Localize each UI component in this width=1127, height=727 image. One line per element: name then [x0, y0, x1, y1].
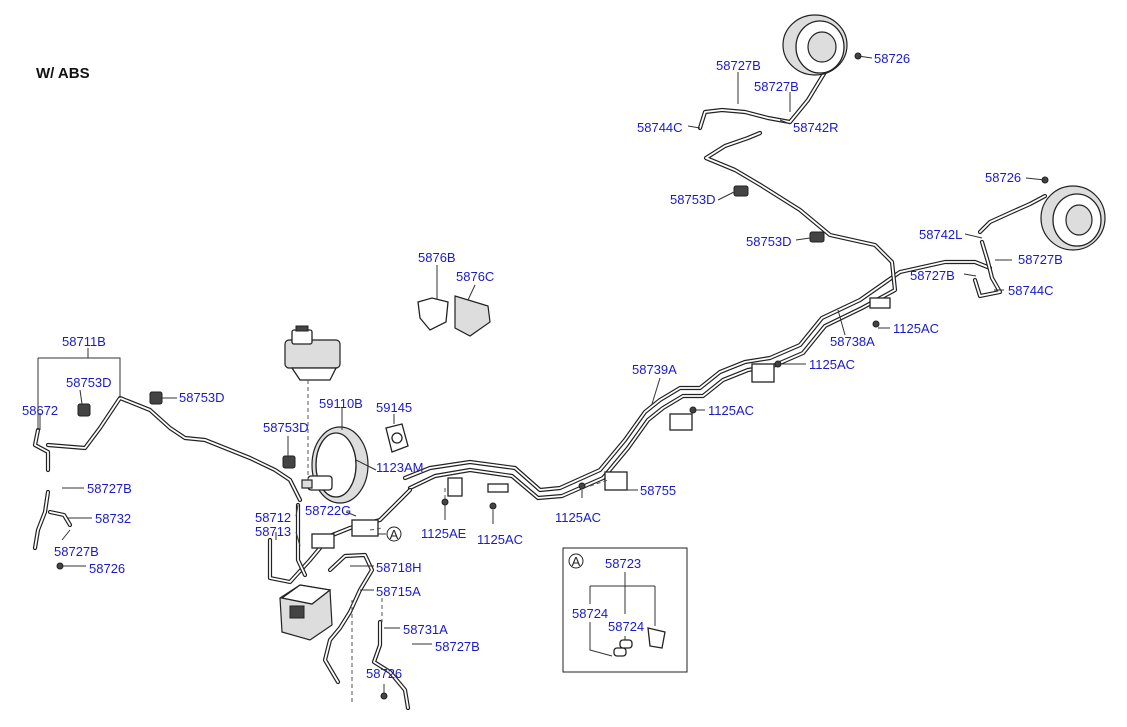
label-58672: 58672: [22, 403, 58, 418]
label-58739a: 58739A: [632, 362, 677, 377]
label-58726: 58726: [366, 666, 402, 681]
label-1125ae: 1125AE: [421, 526, 467, 541]
label-58727b: 58727B: [435, 639, 480, 654]
label-58727b: 58727B: [54, 544, 99, 559]
label-58727b: 58727B: [754, 79, 799, 94]
label-1125ac: 1125AC: [893, 321, 939, 336]
rear-left-drum-brake: [1040, 185, 1106, 251]
label-58742l: 58742L: [919, 227, 962, 242]
label-58732: 58732: [95, 511, 131, 526]
brake-pipes: [32, 55, 1048, 711]
detail-box-a: A: [562, 547, 688, 673]
label-58726: 58726: [89, 561, 125, 576]
label-58753d: 58753D: [66, 375, 112, 390]
label-58753d: 58753D: [263, 420, 309, 435]
label-58755: 58755: [640, 483, 676, 498]
label-5876c: 5876C: [456, 269, 494, 284]
label-58753d: 58753D: [746, 234, 792, 249]
label-58753d: 58753D: [670, 192, 716, 207]
label-58724: 58724: [608, 619, 644, 634]
label-58715a: 58715A: [376, 584, 421, 599]
label-59110b: 59110B: [319, 396, 363, 411]
label-58724: 58724: [572, 606, 608, 621]
label-58712: 58712: [255, 510, 291, 525]
label-58711b: 58711B: [62, 334, 106, 349]
label-59145: 59145: [376, 400, 412, 415]
label-58713: 58713: [255, 524, 291, 539]
label-58722g: 58722G: [305, 503, 351, 518]
label-58718h: 58718H: [376, 560, 422, 575]
bolts: [56, 52, 1049, 700]
label-1123am: 1123AM: [376, 460, 423, 475]
label-58727b: 58727B: [910, 268, 955, 283]
brake-fluid-reservoir: [284, 325, 341, 381]
label-5876b: 5876B: [418, 250, 456, 265]
label-1125ac: 1125AC: [555, 510, 601, 525]
detail-ref-a: A: [386, 526, 402, 542]
label-58726: 58726: [874, 51, 910, 66]
brake-booster: [301, 426, 369, 504]
leader-lines: [37, 55, 1046, 694]
label-58726: 58726: [985, 170, 1021, 185]
label-58731a: 58731A: [403, 622, 448, 637]
detail-box-letter: A: [572, 554, 581, 569]
label-1125ac: 1125AC: [809, 357, 855, 372]
label-58727b: 58727B: [1018, 252, 1063, 267]
label-1125ac: 1125AC: [477, 532, 523, 547]
label-58727b: 58727B: [87, 481, 132, 496]
detail-ref-a-letter: A: [390, 527, 399, 542]
label-58744c: 58744C: [1008, 283, 1054, 298]
diagram-title: W/ ABS: [36, 65, 90, 82]
bracket-5876: [417, 295, 491, 337]
abs-hydraulic-unit: [279, 584, 333, 641]
label-58727b: 58727B: [716, 58, 761, 73]
label-58723: 58723: [605, 556, 641, 571]
label-58742r: 58742R: [793, 120, 839, 135]
label-58744c: 58744C: [637, 120, 683, 135]
guide-lines: [307, 380, 609, 705]
part-labels: 58726 58727B 58727B 58744C 58742R 58753D…: [22, 51, 1063, 681]
rear-right-drum-brake: [782, 14, 848, 76]
label-58738a: 58738A: [830, 334, 875, 349]
booster-gasket: [385, 423, 409, 453]
label-58753d: 58753D: [179, 390, 225, 405]
label-1125ac: 1125AC: [708, 403, 754, 418]
